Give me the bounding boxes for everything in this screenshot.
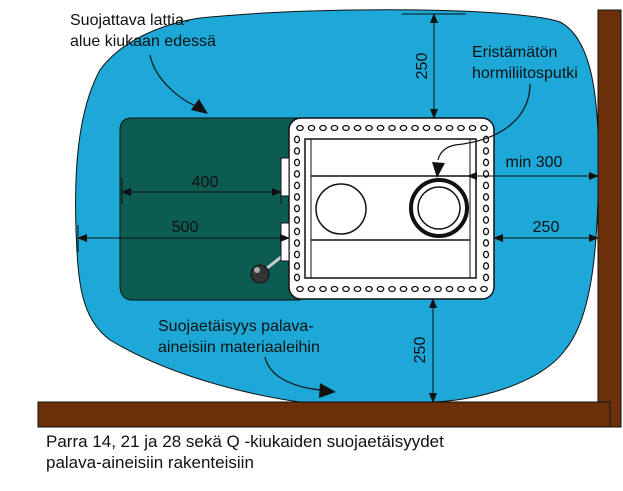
rivet	[293, 273, 301, 282]
wall-bottom	[37, 401, 611, 428]
rivet	[296, 124, 304, 132]
dim-500-label: 500	[172, 219, 199, 236]
rivet	[482, 273, 490, 282]
stove-rivets	[293, 124, 490, 293]
safety-distance-label: Suojaetäisyys palava- aineisiin materiaa…	[158, 318, 320, 356]
door-hinge-top	[280, 157, 290, 197]
rivet	[293, 158, 301, 167]
rivet	[482, 193, 490, 201]
protected-floor-label: Suojattava lattia- alue kiukaan edessä	[70, 12, 216, 50]
rivet	[422, 285, 431, 293]
rivet	[293, 227, 301, 236]
rivet	[342, 285, 350, 293]
rivet	[296, 285, 304, 293]
uninsulated-pipe-label: Eristämätön hormiliitosputki	[472, 44, 578, 82]
rivet	[468, 124, 477, 132]
rivet	[365, 124, 373, 132]
dim-bottom-label: 250	[412, 337, 429, 364]
door-handle-knob	[250, 264, 270, 284]
stove-inner-frame	[310, 138, 471, 279]
safety-distance-arrowhead	[319, 383, 336, 398]
rivet	[319, 285, 327, 293]
rivet	[293, 262, 301, 270]
protected-floor-arrowhead	[191, 99, 208, 114]
rivet	[482, 216, 490, 224]
rivet	[388, 285, 396, 293]
rivet	[422, 124, 431, 132]
rivet	[293, 147, 301, 155]
rivet	[411, 285, 419, 293]
rivet	[293, 250, 301, 259]
wall-right	[597, 9, 622, 428]
uninsulated-pipe-leader	[437, 83, 531, 161]
protected-floor-area	[119, 117, 301, 301]
safety-distance-leader	[264, 356, 321, 391]
rivet	[353, 285, 362, 293]
door-handle-shine	[254, 267, 260, 273]
rivet	[293, 135, 301, 144]
rivet	[353, 124, 362, 132]
rivet	[457, 285, 465, 293]
rivet	[482, 262, 490, 270]
rivet	[434, 285, 442, 293]
rivet	[480, 124, 488, 132]
rivet	[468, 285, 477, 293]
rivet	[482, 147, 490, 155]
dim-400-label: 400	[192, 174, 219, 191]
dim-top-label: 250	[414, 53, 431, 80]
rivet	[319, 124, 327, 132]
protected-floor-leader	[149, 54, 201, 109]
rivet	[293, 193, 301, 201]
flue-pipe-inner	[417, 186, 461, 230]
diagram-caption: Parra 14, 21 ja 28 sekä Q -kiukaiden suo…	[46, 431, 444, 473]
rivet	[434, 124, 442, 132]
rivet	[445, 285, 454, 293]
caption-line-1: Parra 14, 21 ja 28 sekä Q -kiukaiden suo…	[46, 432, 444, 451]
rivet	[457, 124, 465, 132]
rivet	[482, 239, 490, 247]
rivet	[388, 124, 396, 132]
rivet	[376, 285, 385, 293]
rivet	[480, 285, 488, 293]
stove-opening	[315, 183, 367, 235]
rivet	[376, 124, 385, 132]
rivet	[330, 285, 339, 293]
rivet	[365, 285, 373, 293]
rivet	[342, 124, 350, 132]
rivet	[482, 204, 490, 213]
rivet	[293, 181, 301, 190]
rivet	[399, 285, 408, 293]
door-hinge-bottom	[280, 222, 290, 262]
rivet	[293, 204, 301, 213]
rivet	[293, 216, 301, 224]
rivet	[293, 239, 301, 247]
rivet	[399, 124, 408, 132]
dim-right-label: 250	[533, 219, 560, 236]
uninsulated-pipe-arrowhead	[432, 162, 445, 178]
rivet	[307, 124, 316, 132]
rivet	[411, 124, 419, 132]
rivet	[482, 250, 490, 259]
rivet	[293, 170, 301, 178]
caption-line-2: palava-aineisiin rakenteisiin	[46, 453, 254, 472]
dim-pipe-label: min 300	[506, 154, 563, 171]
rivet	[307, 285, 316, 293]
rivet	[482, 227, 490, 236]
rivet	[330, 124, 339, 132]
rivet	[445, 124, 454, 132]
rivet	[482, 181, 490, 190]
rivet	[482, 158, 490, 167]
